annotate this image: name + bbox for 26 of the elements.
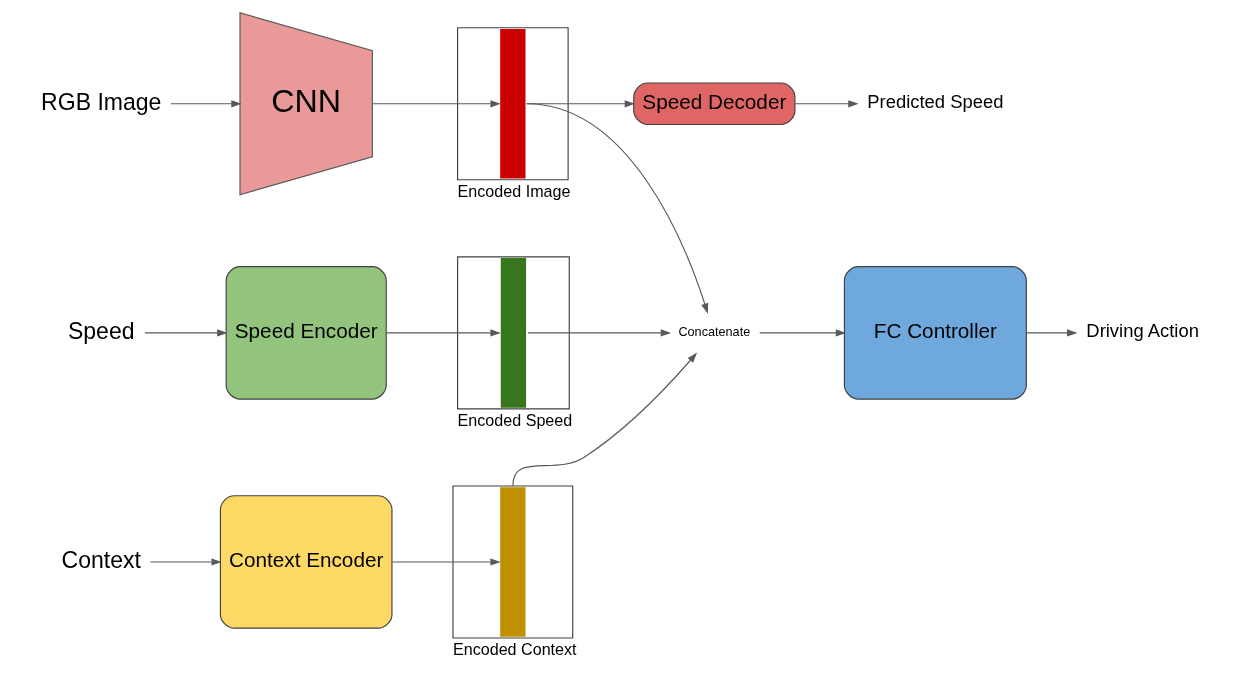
arrow: [794, 100, 859, 108]
node-box: CNN: [239, 12, 373, 196]
arrow: [759, 329, 847, 337]
node-label: Encoded Image: [457, 182, 571, 201]
node-box: Speed Encoder: [225, 266, 387, 400]
node-text: RGB Image: [41, 88, 162, 115]
arrow: [371, 100, 501, 108]
arrow: [526, 103, 709, 314]
node-text: Driving Action: [1086, 320, 1199, 342]
arrow: [512, 352, 698, 487]
node-text: Concatenate: [678, 325, 751, 340]
arrow: [149, 558, 222, 566]
arrow: [1025, 329, 1078, 337]
node-box: Context Encoder: [219, 495, 393, 629]
arrow: [527, 329, 672, 337]
node-box: FC Controller: [843, 266, 1027, 400]
arrow: [391, 558, 501, 566]
arrow: [170, 100, 242, 108]
node-label: Encoded Speed: [457, 411, 573, 430]
node-label: Encoded Context: [452, 640, 577, 659]
node-box: Speed Decoder: [633, 82, 796, 126]
node-text: Context: [61, 546, 141, 573]
node-text: Predicted Speed: [867, 91, 1004, 113]
arrow: [386, 329, 501, 337]
node-text: Speed: [67, 317, 135, 344]
arrow: [144, 329, 228, 337]
